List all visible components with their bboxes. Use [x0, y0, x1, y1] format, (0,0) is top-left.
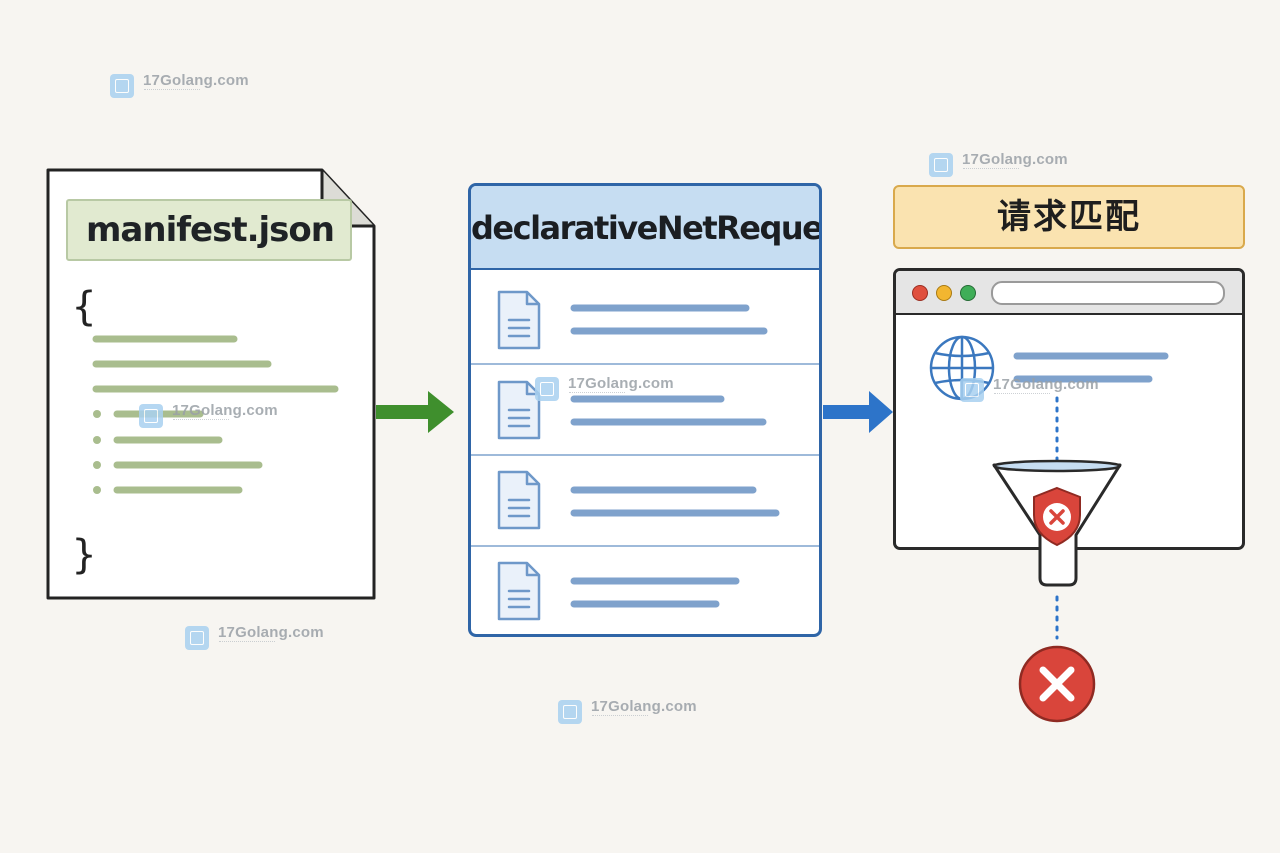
dnr-header: declarativeNetRequest — [471, 186, 819, 270]
rule-item — [497, 290, 768, 350]
arrow-right-icon — [823, 391, 893, 433]
watermark-text: 17Golang.com — [568, 375, 674, 392]
watermark-logo-icon — [929, 153, 953, 177]
request-match-label-box: 请求匹配 — [893, 185, 1245, 249]
watermark-text: 17Golang.com — [962, 151, 1068, 168]
document-icon — [497, 380, 541, 440]
blocked-x-icon — [1018, 645, 1096, 723]
dnr-title: declarativeNetRequest — [471, 209, 822, 247]
bullet-dot — [93, 486, 101, 494]
document-icon — [497, 470, 541, 530]
watermark-logo-icon — [558, 700, 582, 724]
arrow-right-icon — [376, 391, 454, 433]
watermark-text: 17Golang.com — [143, 72, 249, 89]
watermark-text: 17Golang.com — [218, 624, 324, 641]
rule-item — [497, 561, 740, 621]
document-icon — [497, 561, 541, 621]
watermark-subline — [592, 715, 648, 720]
watermark-subline — [963, 168, 1019, 173]
address-bar — [991, 281, 1225, 305]
watermark-logo-icon — [960, 378, 984, 402]
minimize-dot — [936, 285, 952, 301]
manifest-close-brace: } — [72, 532, 97, 578]
bullet-dot — [93, 461, 101, 469]
watermark-text: 17Golang.com — [993, 376, 1099, 393]
manifest-title: manifest.json — [86, 210, 335, 250]
dnr-rule-list — [471, 290, 819, 621]
watermark-text: 17Golang.com — [172, 402, 278, 419]
manifest-title-box — [66, 199, 352, 261]
dnr-panel: declarativeNetRequest — [468, 183, 822, 637]
watermark-logo-icon — [139, 404, 163, 428]
manifest-content-lines — [92, 335, 339, 494]
rule-item — [497, 470, 780, 530]
document-icon — [497, 290, 541, 350]
request-match-title: 请求匹配 — [997, 197, 1141, 237]
request-match-graphics — [929, 335, 1169, 723]
close-dot — [912, 285, 928, 301]
watermark-text: 17Golang.com — [591, 698, 697, 715]
watermark-logo-icon — [185, 626, 209, 650]
watermark-subline — [219, 641, 275, 646]
watermark-subline — [994, 393, 1050, 398]
bullet-dot — [93, 436, 101, 444]
watermark-logo-icon — [535, 377, 559, 401]
watermark-subline — [173, 419, 229, 424]
maximize-dot — [960, 285, 976, 301]
browser-toolbar — [896, 271, 1242, 315]
rule-item — [497, 380, 767, 440]
watermark-logo-icon — [110, 74, 134, 98]
watermark-subline — [569, 392, 625, 397]
shield-x-icon — [1033, 486, 1081, 547]
bullet-dot — [93, 410, 101, 418]
watermark-subline — [144, 89, 200, 94]
manifest-open-brace: { — [72, 284, 97, 330]
